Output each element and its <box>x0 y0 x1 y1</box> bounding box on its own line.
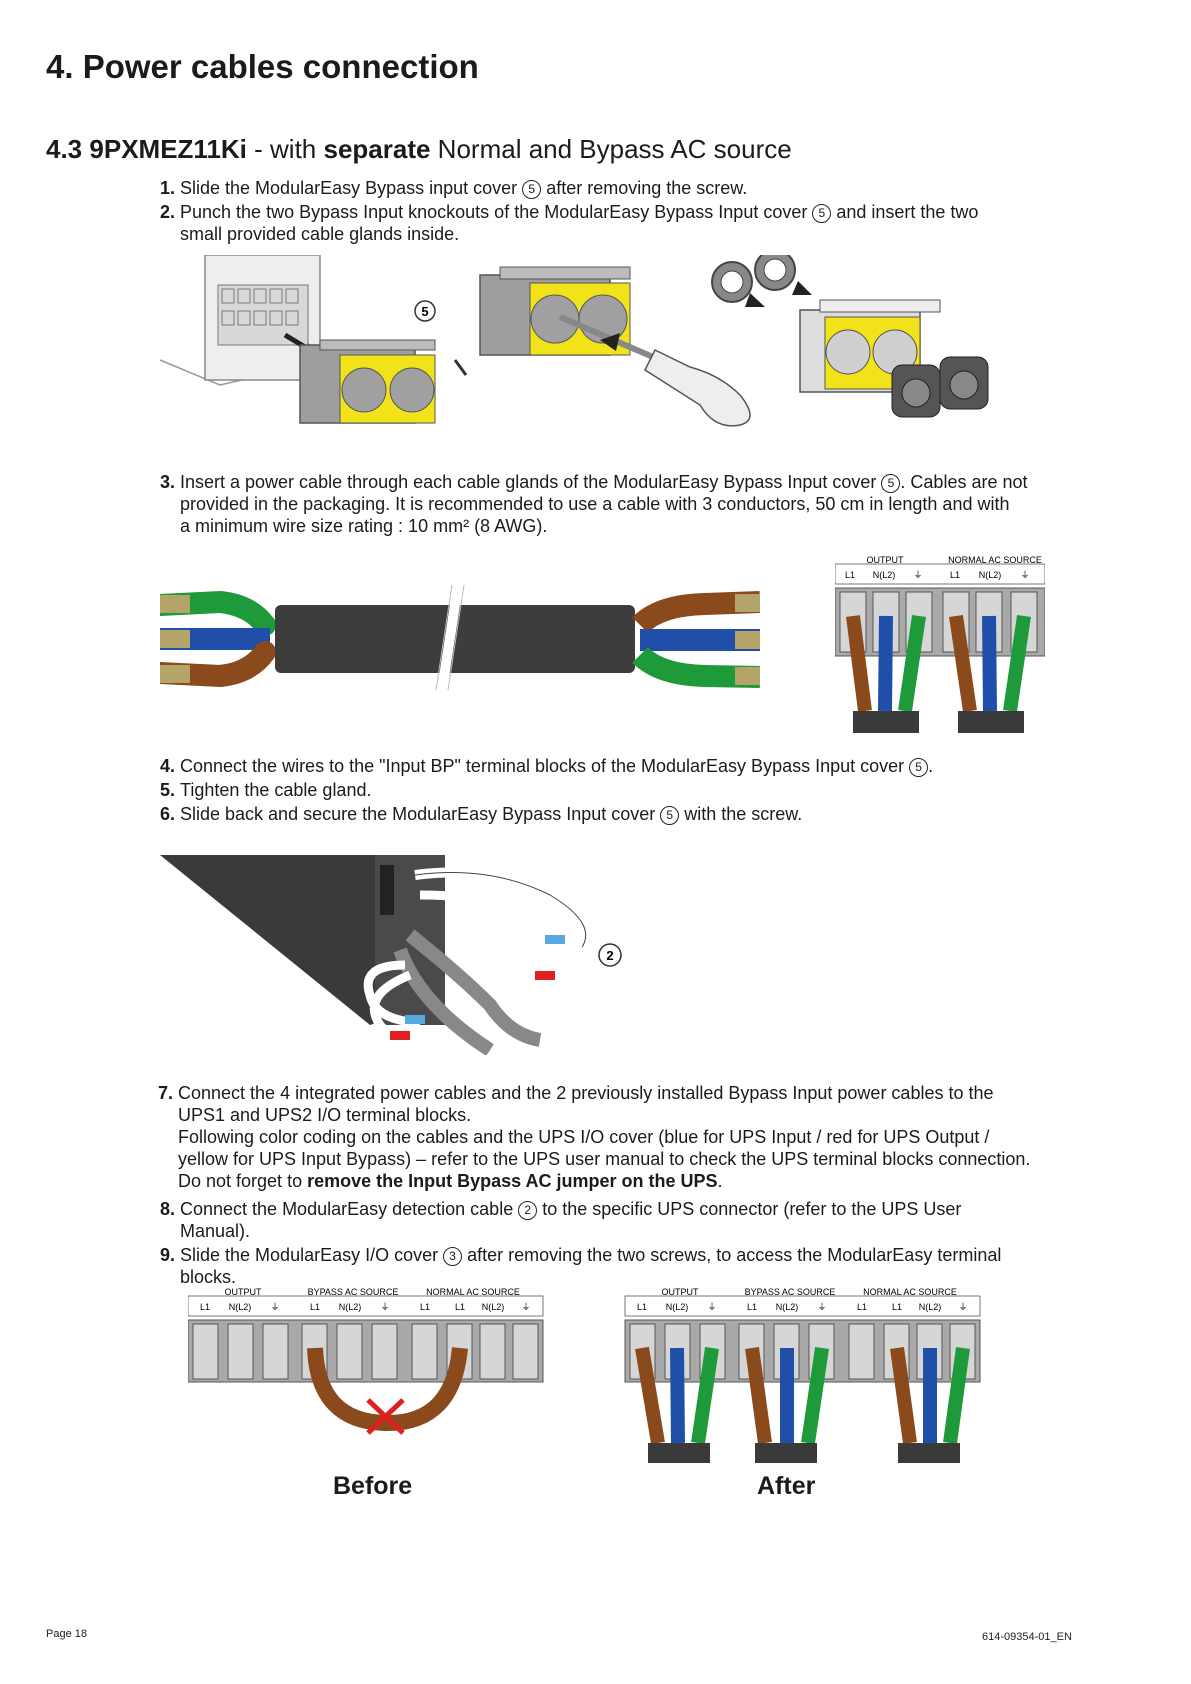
fig1-ref: 5 <box>421 304 428 319</box>
jumper-warning: remove the Input Bypass AC jumper on the… <box>307 1171 718 1191</box>
term-label: ⏚ <box>913 570 922 580</box>
figure-terminal-before: OUTPUT BYPASS AC SOURCE NORMAL AC SOURCE… <box>188 1288 544 1435</box>
footer-page: Page 18 <box>46 1628 87 1640</box>
step-5: 5.Tighten the cable gland. <box>160 780 372 800</box>
term-label: N(L2) <box>482 1302 505 1312</box>
term-label: L1 <box>420 1302 430 1312</box>
section-text-2: Normal and Bypass AC source <box>430 134 792 164</box>
term-label: ⏚ <box>380 1302 389 1312</box>
step-9: 9.Slide the ModularEasy I/O cover 3 afte… <box>160 1245 1002 1287</box>
step-2: 2.Punch the two Bypass Input knockouts o… <box>160 202 979 244</box>
step-4: 4.Connect the wires to the "Input BP" te… <box>160 756 934 777</box>
section-model: 9PXMEZ11Ki <box>89 134 247 164</box>
caption-after: After <box>757 1472 816 1500</box>
term-label: L1 <box>637 1302 647 1312</box>
section-text-1: - with <box>246 134 324 164</box>
figure-bypass-cover-steps: 5 <box>160 255 989 427</box>
term-label: ⏚ <box>817 1302 826 1312</box>
term-label: N(L2) <box>339 1302 362 1312</box>
term-label: N(L2) <box>666 1302 689 1312</box>
figure-terminal-normal-output: OUTPUT NORMAL AC SOURCE L1 N(L2) ⏚ L1 N(… <box>835 556 1045 733</box>
page-title: 4. Power cables connection <box>46 48 479 85</box>
ref-circle: 5 <box>812 204 832 223</box>
term-small-group2: NORMAL AC SOURCE <box>948 556 1042 565</box>
term-label: L1 <box>200 1302 210 1312</box>
figure-power-cable <box>160 584 760 690</box>
tb-group2: BYPASS AC SOURCE <box>308 1288 399 1297</box>
tb-group1: OUTPUT <box>225 1288 263 1297</box>
step-1: 1.Slide the ModularEasy Bypass input cov… <box>160 178 748 199</box>
term-label: N(L2) <box>873 570 896 580</box>
term-label: ⏚ <box>270 1302 279 1312</box>
ref-circle: 3 <box>443 1247 463 1266</box>
ta-group3: NORMAL AC SOURCE <box>863 1288 957 1297</box>
term-label: N(L2) <box>776 1302 799 1312</box>
step-8: 8.Connect the ModularEasy detection cabl… <box>160 1199 962 1241</box>
term-small-group1: OUTPUT <box>867 556 905 565</box>
term-label: L1 <box>950 570 960 580</box>
ref-circle: 2 <box>518 1201 538 1220</box>
term-label: ⏚ <box>707 1302 716 1312</box>
term-label: ⏚ <box>521 1302 530 1312</box>
term-label: ⏚ <box>958 1302 967 1312</box>
fig-cover-removal: 5 <box>160 255 468 424</box>
term-label: N(L2) <box>979 570 1002 580</box>
caption-before: Before <box>333 1472 413 1500</box>
fig-cable-glands <box>711 255 989 418</box>
fig-knockout-punch <box>479 266 751 427</box>
term-label: L1 <box>455 1302 465 1312</box>
term-label: ⏚ <box>1020 570 1029 580</box>
section-heading: 4.3 9PXMEZ11Ki - with separate Normal an… <box>46 134 792 165</box>
step-6: 6.Slide back and secure the ModularEasy … <box>160 804 803 825</box>
ta-group2: BYPASS AC SOURCE <box>745 1288 836 1297</box>
term-label: N(L2) <box>919 1302 942 1312</box>
ta-group1: OUTPUT <box>662 1288 700 1297</box>
footer-doc: 614-09354-01_EN <box>982 1631 1072 1643</box>
fig4-ref: 2 <box>606 948 613 963</box>
tb-group3: NORMAL AC SOURCE <box>426 1288 520 1297</box>
term-label: L1 <box>857 1302 867 1312</box>
term-label: L1 <box>845 570 855 580</box>
term-label: N(L2) <box>229 1302 252 1312</box>
term-label: L1 <box>310 1302 320 1312</box>
ref-circle: 5 <box>660 806 680 825</box>
section-bold: separate <box>323 134 431 164</box>
ref-circle: 5 <box>881 474 901 493</box>
ref-circle: 5 <box>909 758 929 777</box>
figure-terminal-after: OUTPUT BYPASS AC SOURCE NORMAL AC SOURCE… <box>624 1288 981 1463</box>
term-label: L1 <box>747 1302 757 1312</box>
step-7: 7.Connect the 4 integrated power cables … <box>158 1083 1031 1191</box>
ref-circle: 5 <box>522 180 542 199</box>
term-label: L1 <box>892 1302 902 1312</box>
section-number: 4.3 <box>46 134 83 164</box>
step-3: 3.Insert a power cable through each cabl… <box>160 472 1028 536</box>
figure-integrated-cables: 2 <box>160 855 622 1055</box>
